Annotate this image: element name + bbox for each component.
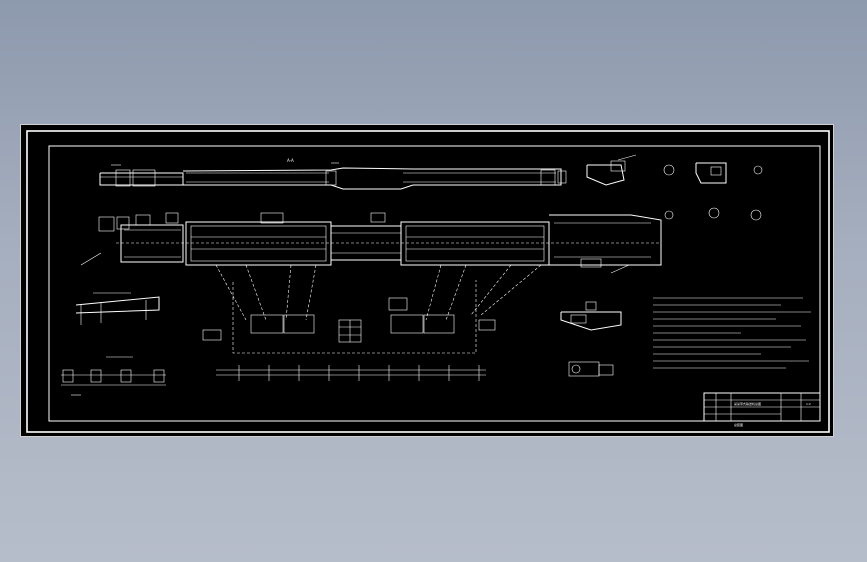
scale-label: 1:2 <box>806 402 811 406</box>
left-detail-views <box>61 292 166 396</box>
top-right-sections <box>586 154 763 221</box>
head-section <box>549 214 662 266</box>
outer-frame <box>26 130 830 433</box>
tail-section <box>120 224 184 263</box>
section-label: A-A <box>287 158 294 163</box>
technical-notes <box>653 297 811 369</box>
drive-unit-left <box>250 314 284 334</box>
drawing-canvas[interactable]: A-A <box>21 125 835 438</box>
top-elevation-view: A-A <box>99 158 567 190</box>
conveyor-frame-right <box>400 221 550 266</box>
support-structure <box>202 264 542 381</box>
drive-unit-right <box>390 314 424 334</box>
main-plan-view <box>80 212 662 274</box>
title-block-subtitle: 总装图 <box>734 422 743 427</box>
inner-border <box>48 145 821 422</box>
title-block[interactable]: 某某带式输送机总图 1:2 总装图 <box>703 392 821 427</box>
conveyor-frame-left <box>185 221 332 266</box>
title-block-name: 某某带式输送机总图 <box>734 401 761 406</box>
right-detail-views <box>560 301 622 377</box>
drawing-sheet[interactable]: A-A <box>20 124 834 437</box>
